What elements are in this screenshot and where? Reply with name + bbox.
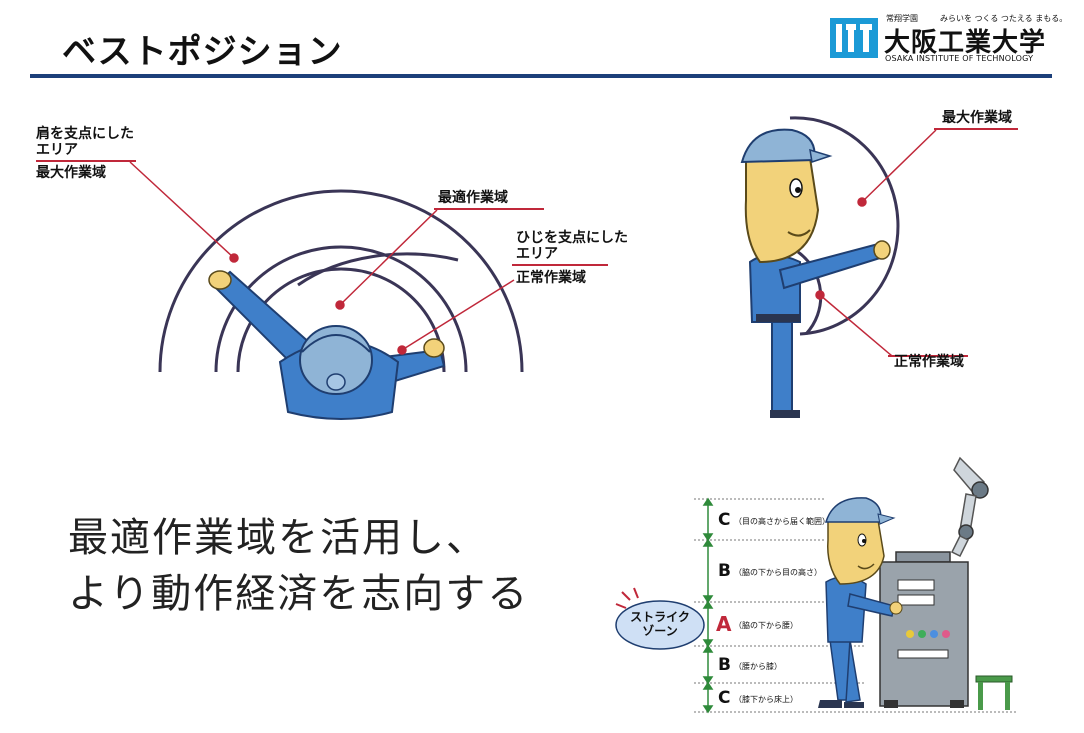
label-optimal-area: 最適作業域 xyxy=(438,190,508,206)
main-message-line-2: より動作経済を志向する xyxy=(68,571,530,617)
strike-zone-line-2: ゾーン xyxy=(642,624,678,638)
main-message-line-1: 最適作業域を活用し、 xyxy=(68,515,488,561)
oit-logo-mark-icon xyxy=(830,18,878,58)
strike-zone-line-1: ストライク xyxy=(630,610,690,624)
label-max-area-side: 最大作業域 xyxy=(942,110,1012,126)
label-shoulder-area-1: 肩を支点にした xyxy=(36,126,134,142)
label-normal-area-top: 正常作業域 xyxy=(516,270,586,286)
title-rule xyxy=(30,74,1052,78)
strike-zone-bubble xyxy=(615,600,705,650)
label-underline xyxy=(888,355,968,357)
label-normal-area-side: 正常作業域 xyxy=(894,354,964,370)
zone-letter-a: A xyxy=(716,612,732,636)
zone-letter-b-bottom: B xyxy=(718,655,731,675)
university-logo: 常翔学園 みらいを つくる つたえる まもる。 大阪工業大学 OSAKA INS… xyxy=(830,8,1067,66)
zone-letter-c-top: C xyxy=(718,510,731,530)
zone-note-c-top: （目の高さから届く範囲） xyxy=(734,517,830,526)
logo-small-text: 常翔学園 xyxy=(886,14,918,23)
label-elbow-area-1: ひじを支点にした xyxy=(516,230,628,246)
control-machine xyxy=(879,551,1013,710)
zone-note-a: （脇の下から腰） xyxy=(734,621,798,630)
label-underline xyxy=(512,264,608,266)
zone-dividers xyxy=(694,498,1016,713)
label-shoulder-area-2: エリア xyxy=(36,142,78,158)
page-title: ベストポジション xyxy=(62,32,343,72)
label-underline xyxy=(434,208,544,210)
worker-side-view xyxy=(740,128,891,418)
worker-operating-machine xyxy=(818,497,903,708)
zone-note-b-bottom: （腰から膝） xyxy=(734,662,782,671)
strike-zone-label: ストライク ゾーン xyxy=(616,598,704,650)
label-underline xyxy=(934,128,1018,130)
main-message: 最適作業域を活用し、 より動作経済を志向する xyxy=(68,510,529,622)
zone-letter-b-top: B xyxy=(718,561,731,581)
zone-note-b-top: （脇の下から目の高さ） xyxy=(734,568,822,577)
top-view-leaders xyxy=(129,161,515,355)
label-max-area-top: 最大作業域 xyxy=(36,165,106,181)
worker-top-view xyxy=(208,270,446,420)
zone-letter-c-bottom: C xyxy=(718,688,731,708)
zone-note-c-bottom: （膝下から床上） xyxy=(734,695,798,704)
label-elbow-area-2: エリア xyxy=(516,246,558,262)
robot-arm xyxy=(950,456,989,558)
side-view-leaders xyxy=(815,129,937,357)
logo-name: 大阪工業大学 xyxy=(884,28,1047,58)
label-underline xyxy=(36,160,136,162)
logo-tagline: みらいを つくる つたえる まもる。 xyxy=(940,14,1068,23)
logo-english: OSAKA INSTITUTE OF TECHNOLOGY xyxy=(885,54,1034,63)
zone-arrows xyxy=(702,497,714,714)
strike-zone-sparks xyxy=(615,587,639,609)
